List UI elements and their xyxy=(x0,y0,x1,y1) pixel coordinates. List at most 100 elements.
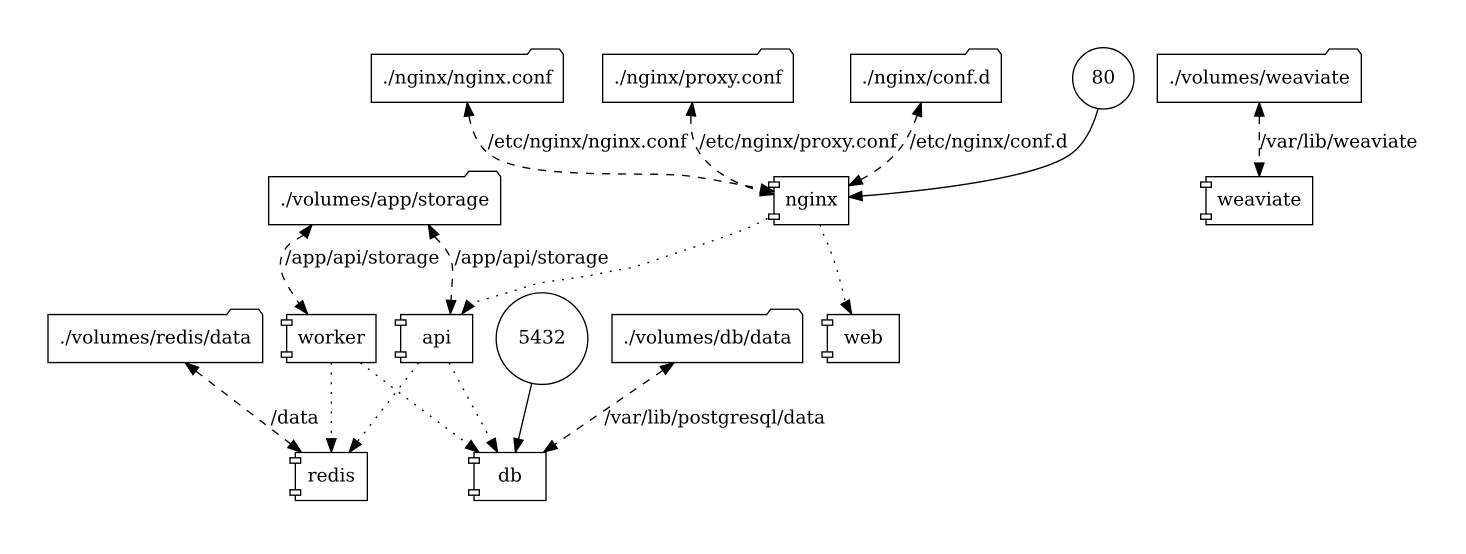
component-tab-icon xyxy=(1206,213,1212,220)
edge-5432-db xyxy=(513,383,533,455)
edge-nginx-api-line xyxy=(470,217,768,305)
edge-nginx-nginx-conf-nginx-label: /etc/nginx/nginx.conf xyxy=(488,132,689,153)
edge-volumes-app-storage-worker-label: /app/api/storage xyxy=(285,248,439,269)
service-api: api xyxy=(394,313,474,364)
service-worker-label: worker xyxy=(298,328,365,349)
volume-volumes-redis-data: ./volumes/redis/data xyxy=(47,308,264,364)
volume-nginx-nginx-conf-shape xyxy=(370,48,564,103)
edge-nginx-proxy-conf-nginx-line xyxy=(690,115,762,192)
edges-layer: /etc/nginx/nginx.conf /etc/nginx/proxy.c… xyxy=(183,100,1418,455)
volume-volumes-weaviate-label: ./volumes/weaviate xyxy=(1169,67,1350,88)
edge-volumes-redis-data-redis-arrowtail xyxy=(183,361,200,376)
edge-api-db-arrowhead xyxy=(485,437,499,454)
edge-nginx-conf-d-nginx: /etc/nginx/conf.d xyxy=(846,100,1068,187)
nodes-layer: ./nginx/nginx.conf ./nginx/proxy.conf ./… xyxy=(47,46,1362,502)
volume-volumes-weaviate-shape xyxy=(1156,48,1362,103)
edge-80-nginx-arrowhead xyxy=(846,190,864,202)
edge-volumes-app-storage-worker: /app/api/storage xyxy=(279,223,439,316)
component-tab-icon xyxy=(474,457,480,464)
volume-volumes-db-data-shape xyxy=(611,308,804,364)
edge-5432-db-line xyxy=(517,383,533,439)
service-web: web xyxy=(821,313,900,364)
edge-volumes-weaviate-weaviate-label: /var/lib/weaviate xyxy=(1260,132,1418,153)
service-api-label: api xyxy=(422,328,451,349)
edge-volumes-weaviate-weaviate: /var/lib/weaviate xyxy=(1253,100,1418,179)
port-80: 80 xyxy=(1071,46,1135,110)
volume-nginx-nginx-conf: ./nginx/nginx.conf xyxy=(370,48,564,103)
edge-nginx-conf-d-nginx-arrowtail xyxy=(911,100,923,118)
service-db: db xyxy=(468,451,547,502)
edge-nginx-web-arrowhead xyxy=(839,298,853,316)
edge-volumes-app-storage-worker-arrowtail xyxy=(298,223,314,240)
edge-volumes-db-data-db: /var/lib/postgresql/data xyxy=(541,361,825,454)
service-weaviate-label: weaviate xyxy=(1217,190,1301,211)
service-redis: redis xyxy=(289,451,368,502)
edge-volumes-app-storage-worker-arrowhead xyxy=(294,299,309,316)
volume-nginx-conf-d: ./nginx/conf.d xyxy=(850,48,1002,103)
component-tab-icon xyxy=(295,457,302,464)
edge-api-db xyxy=(448,362,499,454)
port-5432: 5432 xyxy=(495,292,589,386)
volume-nginx-conf-d-label: ./nginx/conf.d xyxy=(862,67,991,88)
volume-nginx-conf-d-shape xyxy=(850,48,1002,103)
service-db-label: db xyxy=(498,465,522,486)
edge-volumes-weaviate-weaviate-arrowhead xyxy=(1253,162,1265,179)
edge-nginx-conf-d-nginx-arrowhead xyxy=(846,174,864,187)
edge-volumes-app-storage-api: /app/api/storage xyxy=(427,222,609,316)
edge-api-db-line xyxy=(448,362,492,441)
edge-worker-db-line xyxy=(360,362,469,445)
edge-volumes-db-data-db-arrowhead xyxy=(541,439,559,454)
edge-nginx-web-line xyxy=(819,224,846,303)
component-tab-icon xyxy=(286,351,293,358)
volume-volumes-redis-data-shape xyxy=(47,308,264,364)
volume-volumes-app-storage: ./volumes/app/storage xyxy=(268,170,502,226)
edge-80-nginx xyxy=(846,108,1099,202)
component-tab-icon xyxy=(774,181,780,188)
edge-volumes-app-storage-api-arrowhead xyxy=(445,299,457,316)
edge-volumes-redis-data-redis-label: /data xyxy=(271,407,319,428)
edge-volumes-redis-data-redis: /data xyxy=(183,361,319,454)
edge-nginx-conf-d-nginx-label: /etc/nginx/conf.d xyxy=(910,132,1068,153)
port-5432-shape xyxy=(495,292,589,386)
volume-volumes-app-storage-label: ./volumes/app/storage xyxy=(280,190,489,211)
component-tab-icon xyxy=(1206,181,1212,188)
edge-worker-db-arrowhead xyxy=(464,439,481,454)
port-5432-label: 5432 xyxy=(518,328,565,349)
edge-volumes-redis-data-redis-arrowhead xyxy=(286,439,303,454)
edge-volumes-app-storage-api-label: /app/api/storage xyxy=(454,248,608,269)
port-80-shape xyxy=(1071,46,1135,110)
edge-nginx-nginx-conf-nginx-arrowtail xyxy=(463,100,475,118)
edge-volumes-app-storage-worker-line xyxy=(279,234,304,304)
service-nginx: nginx xyxy=(768,176,850,226)
edge-api-redis-arrowhead xyxy=(348,437,363,454)
edge-5432-db-arrowhead xyxy=(513,437,525,455)
edge-volumes-db-data-db-arrowtail xyxy=(659,361,676,376)
edge-worker-db xyxy=(360,362,481,454)
edge-worker-redis-arrowhead xyxy=(325,438,337,455)
edge-nginx-api-arrowhead xyxy=(460,299,476,316)
component-tab-icon xyxy=(827,351,834,358)
volume-nginx-proxy-conf-shape xyxy=(602,48,794,103)
port-80-label: 80 xyxy=(1091,67,1115,88)
volume-volumes-weaviate: ./volumes/weaviate xyxy=(1156,48,1362,103)
edge-volumes-app-storage-api-line xyxy=(434,236,454,301)
edge-volumes-db-data-db-line xyxy=(554,370,664,445)
component-tab-icon xyxy=(400,351,407,358)
volume-nginx-proxy-conf-label: ./nginx/proxy.conf xyxy=(614,67,784,88)
volume-volumes-app-storage-shape xyxy=(268,170,502,226)
component-tab-icon xyxy=(827,319,834,326)
edge-api-redis-line xyxy=(357,362,420,442)
edge-api-redis xyxy=(348,362,420,454)
edge-nginx-proxy-conf-nginx: /etc/nginx/proxy.conf xyxy=(685,100,899,197)
service-nginx-label: nginx xyxy=(785,190,838,211)
edge-80-nginx-line xyxy=(862,108,1099,197)
component-tab-icon xyxy=(295,489,302,496)
volume-nginx-proxy-conf: ./nginx/proxy.conf xyxy=(602,48,794,103)
edge-nginx-api xyxy=(460,217,768,316)
edge-volumes-db-data-db-label: /var/lib/postgresql/data xyxy=(604,407,825,428)
volume-volumes-db-data-label: ./volumes/db/data xyxy=(623,328,791,349)
component-tab-icon xyxy=(774,213,780,220)
component-tab-icon xyxy=(400,319,407,326)
